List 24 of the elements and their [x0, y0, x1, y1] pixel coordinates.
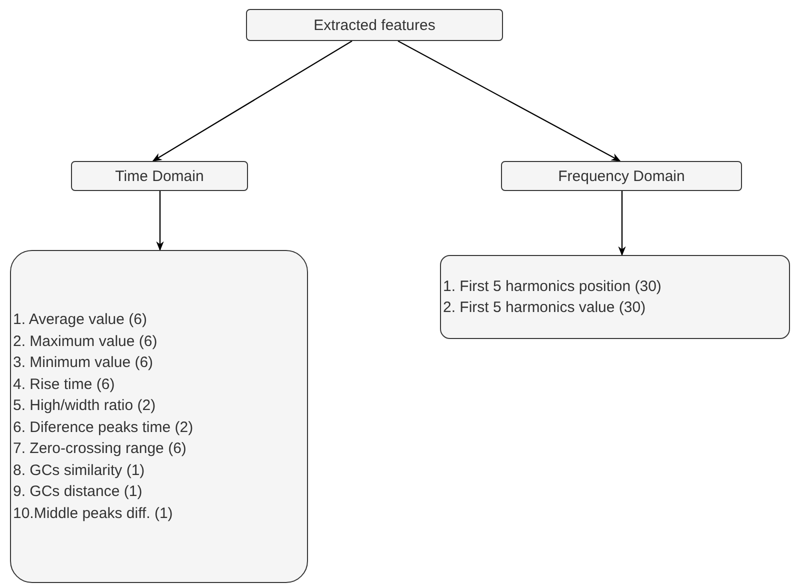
- list-item: 7. Zero-crossing range (6): [13, 439, 188, 459]
- node-label: Extracted features: [314, 16, 436, 34]
- category-box: [71, 161, 248, 191]
- arrow: [618, 191, 626, 256]
- root-box: [246, 9, 503, 41]
- list-item: 1. Average value (6): [13, 310, 148, 330]
- list-item: 8. GCs similarity (1): [13, 460, 146, 480]
- list-item: 2. Maximum value (6): [13, 332, 158, 352]
- feature-list-box: [10, 250, 308, 583]
- list-item: 1. First 5 harmonics position (30): [443, 276, 662, 296]
- arrow: [152, 40, 352, 162]
- list-item: 3. Minimum value (6): [13, 353, 154, 373]
- list-item: 10.Middle peaks diff. (1): [13, 504, 174, 524]
- node-label: Frequency Domain: [558, 168, 685, 184]
- list-item: 6. Diference peaks time (2): [13, 418, 194, 438]
- category-box: [501, 161, 742, 191]
- arrow: [398, 40, 621, 162]
- list-item: 5. High/width ratio (2): [13, 396, 157, 416]
- arrow: [156, 191, 164, 251]
- feature-list-box: [440, 255, 790, 339]
- node-label: Time Domain: [115, 168, 204, 184]
- list-item: 2. First 5 harmonics value (30): [443, 298, 647, 318]
- list-item: 4. Rise time (6): [13, 374, 116, 394]
- list-item: 9. GCs distance (1): [13, 482, 144, 502]
